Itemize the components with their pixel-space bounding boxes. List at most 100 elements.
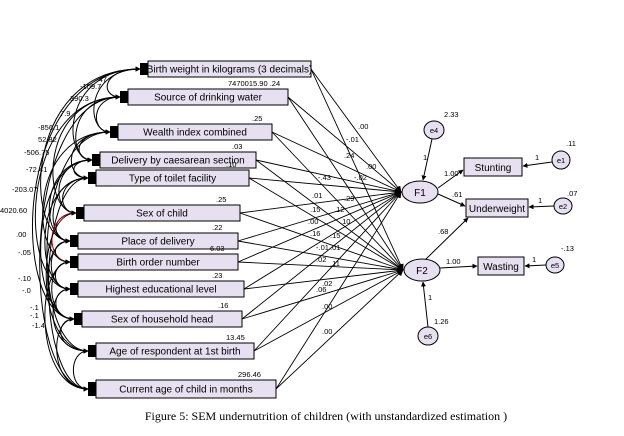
observed-sex-label: Sex of child	[136, 209, 188, 220]
path-coefficients: .00-.01.24.00-.02-.43.01.29.15.12.00.10.…	[308, 122, 376, 336]
observed-wealth-variance: .25	[252, 114, 262, 123]
covariance-label: .00	[16, 230, 26, 239]
observed-wealth-label: Wealth index combined	[143, 128, 247, 139]
path-coef: .06	[316, 285, 326, 294]
path-place-f1	[237, 190, 402, 242]
observed-sex-anchor	[76, 207, 84, 219]
observed-sex: Sex of child .25	[76, 195, 241, 222]
error-e4: e4 2.33 1	[421, 110, 459, 181]
outcome-underweight-label: Underweight	[469, 204, 525, 215]
covariance-label: -856.1	[38, 123, 59, 132]
covariance-label: 7.9	[60, 109, 70, 118]
error-e1-label: e1	[557, 156, 565, 165]
observed-hhsex-anchor	[74, 313, 82, 325]
path-coef: .11	[330, 259, 340, 268]
observed-edu-variance: .23	[212, 271, 222, 280]
path-wealth-f1	[271, 131, 402, 193]
latent-f1-label: F1	[414, 188, 426, 199]
outcome-wasting: Wasting	[477, 256, 525, 276]
path-coef: -.01	[346, 135, 359, 144]
observed-place: Place of delivery.22	[70, 223, 239, 250]
covariance-label: -.10	[18, 274, 31, 283]
observed-hhsex: Sex of household head .16	[74, 301, 243, 328]
path-coef: .00	[322, 302, 332, 311]
covariance-arc	[31, 66, 141, 322]
covariance-arc	[54, 238, 71, 265]
error-e6-path: 1	[428, 293, 432, 302]
error-e6-label: e6	[424, 332, 432, 341]
observed-hhsex-label: Sex of household head	[111, 315, 213, 326]
path-coef: .02	[322, 279, 332, 288]
error-e6-variance: 1.26	[434, 317, 449, 326]
path-caes-f2	[255, 159, 404, 271]
path-birthwt-f1	[310, 68, 402, 193]
path-hhsex-f1	[241, 191, 402, 320]
observed-caes-label: Delivery by caesarean section	[111, 156, 244, 167]
error-e2-label: e2	[559, 202, 567, 211]
observed-caes-anchor	[92, 154, 100, 166]
path-caes-f1	[255, 159, 402, 194]
covariance-label: -.1	[30, 311, 39, 320]
error-e1-path: 1	[535, 153, 539, 162]
observed-water-label: Source of drinking water	[154, 93, 263, 104]
coef-f2-wasting: 1.00	[446, 257, 461, 266]
path-age1-f2	[253, 269, 404, 352]
outcome-stunting-label: Stunting	[475, 163, 512, 174]
covariance-label: 390.3	[70, 94, 89, 103]
path-agechild-f2	[275, 269, 404, 390]
observed-caes-variance: .03	[232, 142, 242, 151]
path-water-f2	[287, 96, 404, 271]
observed-toilet: Type of toilet facility .10	[88, 160, 250, 187]
covariance-arc	[56, 316, 89, 392]
path-edu-f2	[243, 267, 404, 290]
observed-hhsex-variance: .16	[218, 301, 228, 310]
observed-sex-variance: .25	[216, 195, 226, 204]
path-edu-f1	[243, 191, 402, 290]
coef-f1-stunting: 1.00	[444, 169, 459, 178]
outcome-wasting-label: Wasting	[483, 262, 519, 273]
error-e2: e2 .07 1	[528, 189, 577, 215]
path-coef: .15	[330, 231, 340, 240]
error-e2-path: 1	[538, 196, 542, 205]
error-e5-variance: -.13	[561, 244, 574, 253]
covariance-label: -109.7	[80, 82, 101, 91]
path-coef: .02	[316, 255, 326, 264]
path-order-f2	[237, 261, 404, 273]
path-coef: .15	[310, 205, 320, 214]
observed-wealth: Wealth index combined .25	[110, 114, 273, 141]
covariance-label: -.0	[22, 286, 31, 295]
path-agechild-f1	[275, 191, 402, 390]
observed-age1-label: Age of respondent at 1st birth	[109, 347, 240, 358]
observed-order-anchor	[70, 256, 78, 268]
observed-toilet-variance: .10	[226, 160, 236, 169]
path-order-f1	[237, 191, 402, 263]
path-coef: .12	[334, 205, 344, 214]
observed-toilet-label: Type of toilet facility	[129, 174, 216, 185]
covariance-labels: -47-109.7390.37.9-856.152.82-506.75-72.4…	[0, 75, 107, 330]
covariance-label: -203.07	[12, 185, 37, 194]
covariance-label: 52.82	[38, 135, 57, 144]
covariance-label: 4020.60	[0, 206, 27, 215]
error-e4-variance: 2.33	[444, 110, 459, 119]
path-coef: .29	[344, 194, 354, 203]
path-sex-f1	[239, 189, 402, 214]
observed-edu-label: Highest educational level	[105, 285, 216, 296]
observed-agechild-label: Current age of child in months	[119, 385, 252, 396]
error-e6: e6 1.26 1	[417, 281, 449, 346]
structural-paths	[425, 169, 478, 269]
latent-f2: F2	[403, 258, 441, 282]
observed-agechild-variance: 296.46	[238, 370, 261, 379]
observed-order-label: Birth order number	[116, 258, 200, 269]
path-place-f2	[237, 240, 404, 273]
covariance-arc	[73, 348, 89, 392]
latent-f2-label: F2	[416, 266, 428, 277]
error-e2-variance: .07	[567, 189, 577, 198]
error-e1: e1 .11 1	[522, 139, 576, 170]
covariance-label: -506.75	[24, 148, 49, 157]
error-e1-variance: .11	[566, 139, 576, 148]
figure-caption: Figure 5: SEM undernutrition of children…	[145, 409, 507, 423]
observed-water-anchor	[120, 91, 128, 103]
